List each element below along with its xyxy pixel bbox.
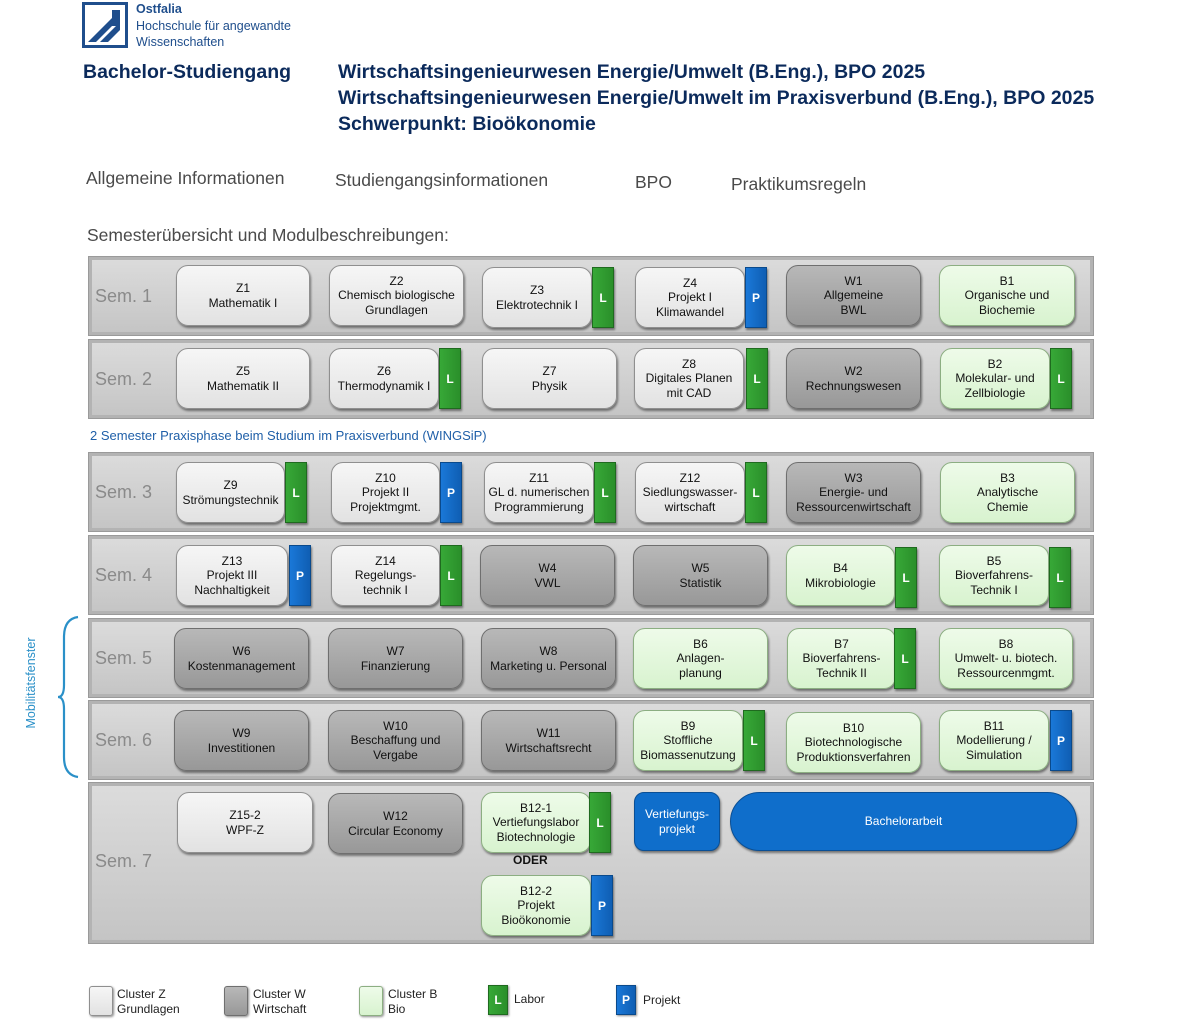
module-w6[interactable]: W6 Kostenmanagement: [174, 628, 309, 689]
module-vertiefungsprojekt[interactable]: Vertiefungs- projekt: [634, 792, 720, 851]
module-b6[interactable]: B6 Anlagen- planung: [633, 628, 768, 689]
module-b5[interactable]: B5 Bioverfahrens- Technik I: [939, 545, 1049, 606]
ostfalia-logo-icon: [82, 2, 128, 48]
program-focus: Schwerpunkt: Bioökonomie: [338, 113, 596, 135]
module-w7[interactable]: W7 Finanzierung: [328, 628, 463, 689]
labor-tag: L: [1049, 547, 1071, 608]
module-w1[interactable]: W1 Allgemeine BWL: [786, 265, 921, 326]
module-b2[interactable]: B2 Molekular- und Zellbiologie: [940, 348, 1050, 409]
projekt-tag: P: [289, 545, 311, 606]
module-z5[interactable]: Z5 Mathematik II: [176, 348, 310, 409]
module-b9[interactable]: B9 Stoffliche Biomassenutzung: [633, 710, 743, 771]
semester-label: Sem. 2: [95, 369, 153, 389]
labor-tag: L: [589, 792, 611, 853]
module-w12[interactable]: W12 Circular Economy: [328, 793, 463, 854]
module-z15-2[interactable]: Z15-2 WPF-Z: [177, 792, 313, 853]
legend-swatch-cluster-b: [359, 986, 383, 1016]
section-title: Semesterübersicht und Modulbeschreibunge…: [87, 225, 449, 245]
module-z14[interactable]: Z14 Regelungs- technik I: [331, 545, 440, 606]
module-w2[interactable]: W2 Rechnungswesen: [786, 348, 921, 409]
projekt-tag: P: [440, 462, 462, 523]
praxis-note: 2 Semester Praxisphase beim Studium im P…: [90, 428, 487, 443]
logo-subtitle-1: Hochschule für angewandte: [136, 19, 291, 33]
module-w8[interactable]: W8 Marketing u. Personal: [481, 628, 616, 689]
labor-tag: L: [1050, 348, 1072, 409]
ostfalia-logo: Ostfalia Hochschule für angewandte Wisse…: [82, 2, 302, 50]
module-b12-1[interactable]: B12-1 Vertiefungslabor Biotechnologie: [481, 792, 591, 853]
module-w4[interactable]: W4 VWL: [480, 545, 615, 606]
legend-label-projekt: Projekt: [643, 993, 681, 1007]
nav-allgemeine-informationen[interactable]: Allgemeine Informationen: [86, 168, 285, 188]
semester-label: Sem. 5: [95, 648, 153, 668]
module-z3[interactable]: Z3 Elektrotechnik I: [482, 267, 592, 328]
legend-swatch-cluster-w: [224, 986, 248, 1016]
nav-bpo[interactable]: BPO: [635, 172, 672, 192]
labor-tag: L: [285, 462, 307, 523]
logo-brand: Ostfalia: [136, 2, 182, 16]
module-z9[interactable]: Z9 Strömungstechnik: [176, 462, 285, 523]
module-w5[interactable]: W5 Statistik: [633, 545, 768, 606]
legend-labor-tag: L: [488, 985, 508, 1015]
module-z1[interactable]: Z1 Mathematik I: [176, 265, 310, 326]
module-b3[interactable]: B3 Analytische Chemie: [940, 462, 1075, 523]
legend-label-cluster-w: Cluster W Wirtschaft: [253, 987, 307, 1016]
module-b8[interactable]: B8 Umwelt- u. biotech. Ressourcenmgmt.: [939, 628, 1073, 689]
labor-tag: L: [440, 545, 462, 606]
mobility-window-label: Mobilitätsfenster: [24, 637, 38, 729]
projekt-tag: P: [745, 267, 767, 328]
legend-label-cluster-b: Cluster B Bio: [388, 987, 438, 1016]
semester-label: Sem. 6: [95, 730, 153, 750]
module-z4[interactable]: Z4 Projekt I Klimawandel: [635, 267, 745, 328]
labor-tag: L: [594, 462, 616, 523]
legend-label-cluster-z: Cluster Z Grundlagen: [117, 987, 180, 1016]
module-z8[interactable]: Z8 Digitales Planen mit CAD: [634, 348, 744, 409]
projekt-tag: P: [591, 875, 613, 936]
legend-label-labor: Labor: [514, 992, 545, 1006]
module-b11[interactable]: B11 Modellierung / Simulation: [939, 710, 1049, 771]
semester-label: Sem. 3: [95, 482, 153, 502]
module-z12[interactable]: Z12 Siedlungswasser- wirtschaft: [635, 462, 745, 523]
program-title-1: Wirtschaftsingenieurwesen Energie/Umwelt…: [338, 61, 926, 83]
logo-subtitle-2: Wissenschaften: [136, 35, 225, 49]
module-z10[interactable]: Z10 Projekt II Projektmgmt.: [331, 462, 440, 523]
projekt-tag: P: [1050, 710, 1072, 771]
module-z7[interactable]: Z7 Physik: [482, 348, 617, 409]
module-z11[interactable]: Z11 GL d. numerischen Programmierung: [484, 462, 594, 523]
semester-label: Sem. 1: [95, 286, 153, 306]
nav-studiengangsinformationen[interactable]: Studiengangsinformationen: [335, 170, 549, 190]
mobility-bracket-icon: [58, 615, 79, 779]
module-b4[interactable]: B4 Mikrobiologie: [786, 545, 895, 606]
labor-tag: L: [592, 267, 614, 328]
program-title-2: Wirtschaftsingenieurwesen Energie/Umwelt…: [338, 87, 1095, 109]
labor-tag: L: [439, 348, 461, 409]
labor-tag: L: [745, 462, 767, 523]
labor-tag: L: [746, 348, 768, 409]
program-type-label: Bachelor-Studiengang: [83, 61, 292, 83]
module-w9[interactable]: W9 Investitionen: [174, 710, 309, 771]
module-w10[interactable]: W10 Beschaffung und Vergabe: [328, 710, 463, 771]
module-bachelorarbeit[interactable]: Bachelorarbeit: [730, 792, 1077, 851]
labor-tag: L: [743, 710, 765, 771]
labor-tag: L: [895, 547, 917, 608]
legend-swatch-cluster-z: [89, 986, 113, 1016]
module-b12-2[interactable]: B12-2 Projekt Bioökonomie: [481, 875, 591, 936]
oder-label: ODER: [513, 853, 548, 867]
module-b10[interactable]: B10 Biotechnologische Produktionsverfahr…: [786, 712, 921, 773]
module-z6[interactable]: Z6 Thermodynamik I: [329, 348, 439, 409]
module-z2[interactable]: Z2 Chemisch biologische Grundlagen: [329, 265, 464, 326]
module-w3[interactable]: W3 Energie- und Ressourcenwirtschaft: [786, 462, 921, 523]
legend-projekt-tag: P: [616, 985, 636, 1015]
semester-label: Sem. 4: [95, 565, 153, 585]
labor-tag: L: [894, 628, 916, 689]
module-b1[interactable]: B1 Organische und Biochemie: [939, 265, 1075, 326]
nav-praktikumsregeln[interactable]: Praktikumsregeln: [731, 174, 867, 194]
semester-label: Sem. 7: [95, 851, 153, 871]
module-b7[interactable]: B7 Bioverfahrens- Technik II: [787, 628, 896, 689]
module-z13[interactable]: Z13 Projekt III Nachhaltigkeit: [176, 545, 288, 606]
module-w11[interactable]: W11 Wirtschaftsrecht: [481, 710, 616, 771]
